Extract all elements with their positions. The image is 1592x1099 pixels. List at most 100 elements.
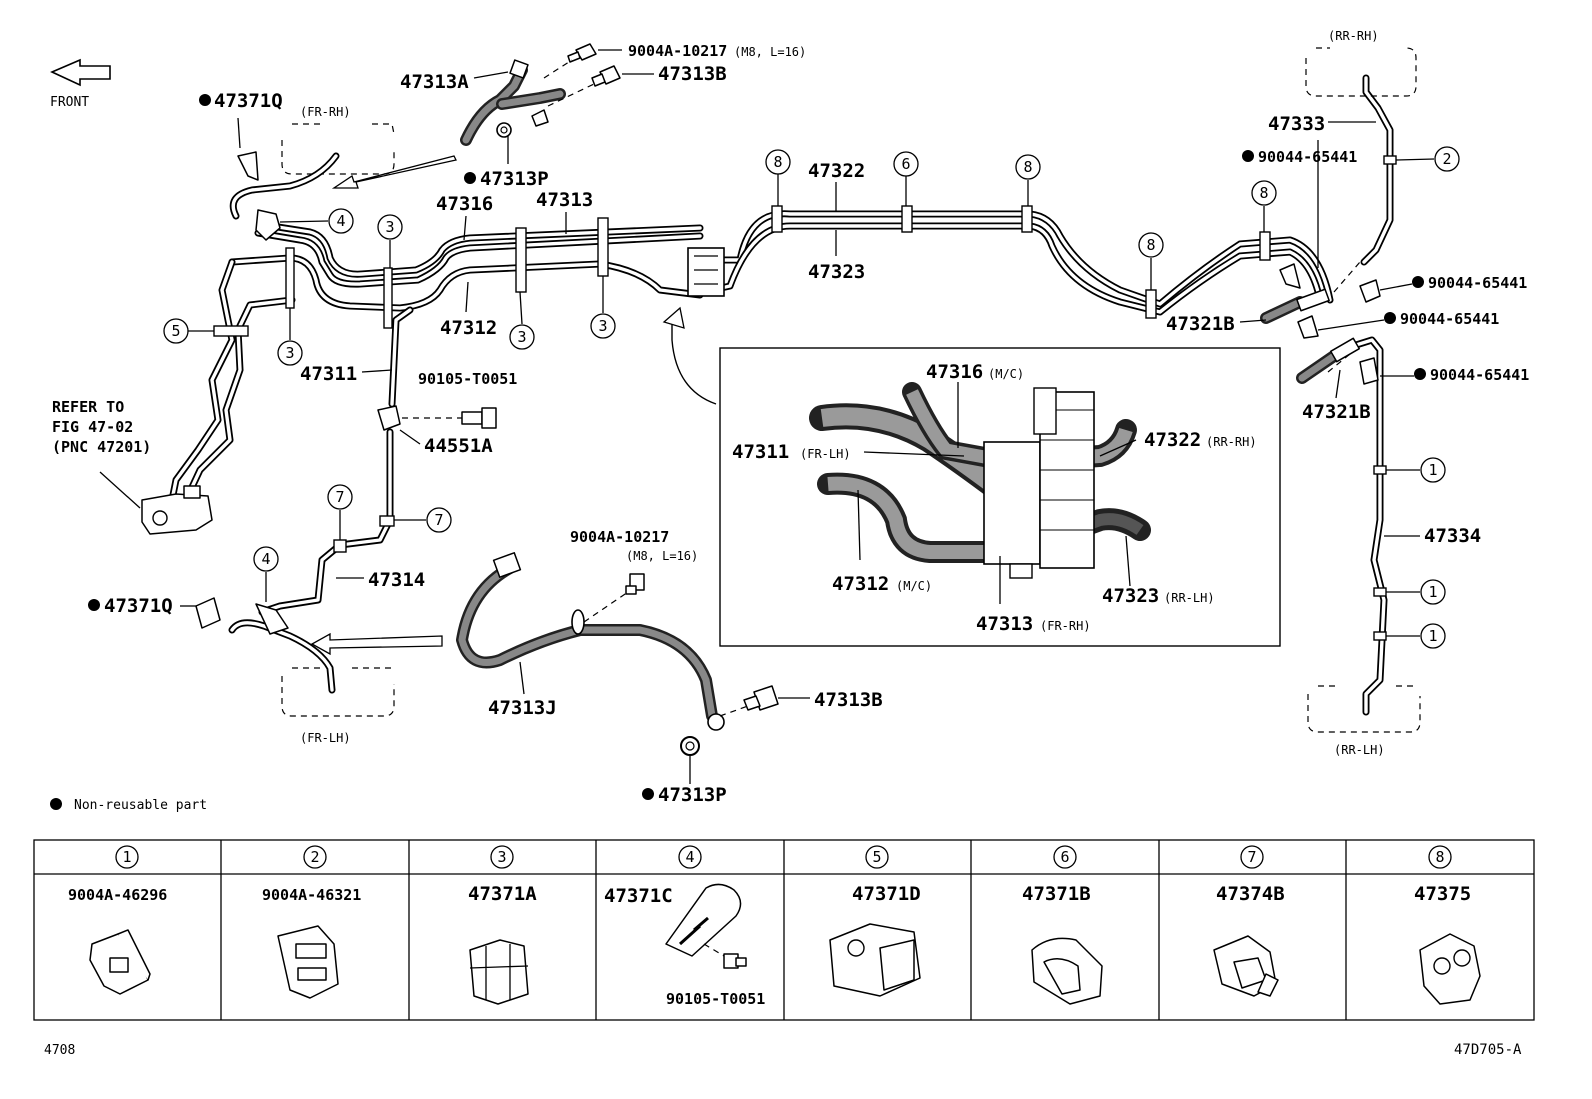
- inset-label-47323-sub: (RR-LH): [1164, 591, 1215, 605]
- table-part-3: 47371A: [468, 883, 537, 905]
- refnum-8b: 8: [1023, 158, 1032, 176]
- inset-label-47323: 47323: [1102, 585, 1159, 607]
- label-47334: 47334: [1424, 525, 1481, 547]
- inset-label-47313: 47313: [976, 613, 1033, 635]
- refnum-4a: 4: [336, 212, 345, 230]
- clip-2-icon: [277, 925, 339, 999]
- label-47321b-b: 47321B: [1302, 401, 1371, 423]
- front-arrow-icon: [50, 58, 111, 87]
- table-ref-4: 4: [685, 848, 694, 866]
- table-part-6: 47371B: [1022, 883, 1091, 905]
- label-47323: 47323: [808, 261, 865, 283]
- label-fr-lh: (FR-LH): [300, 731, 351, 745]
- table-part-5: 47371D: [852, 883, 921, 905]
- inset-label-47316: 47316: [926, 361, 983, 383]
- front-label: FRONT: [50, 95, 89, 110]
- inset-label-47312-sub: (M/C): [896, 579, 932, 593]
- label-47333: 47333: [1268, 113, 1325, 135]
- table-ref-5: 5: [872, 848, 881, 866]
- inset-label-47311: 47311: [732, 441, 789, 463]
- label-47313b-bot: 47313B: [814, 689, 883, 711]
- clip-table-header: 1 2 3 4 5 6 7 8: [115, 845, 1452, 869]
- label-9004a-spec-top: (M8, L=16): [734, 45, 806, 59]
- hose-47313a: [460, 59, 566, 146]
- table-part-4-bolt: 90105-T0051: [666, 990, 765, 1008]
- refnum-5: 5: [171, 322, 180, 340]
- refnum-1b: 1: [1428, 583, 1437, 601]
- refnum-2: 2: [1442, 150, 1451, 168]
- refnum-8c: 8: [1146, 236, 1155, 254]
- refnum-7b: 7: [434, 511, 443, 529]
- label-rr-lh: (RR-LH): [1334, 743, 1385, 757]
- clip-7-icon: [1213, 935, 1279, 997]
- refnum-3d: 3: [598, 317, 607, 335]
- table-ref-8: 8: [1435, 848, 1444, 866]
- label-9004a-spec-bot: (M8, L=16): [626, 549, 698, 563]
- label-47371q-top: 47371Q: [214, 90, 283, 112]
- refnum-3a: 3: [385, 218, 394, 236]
- refer-line-2: FIG 47-02: [52, 418, 133, 436]
- clip-47371q-top: [237, 151, 259, 181]
- table-part-4: 47371C: [604, 885, 673, 907]
- label-rr-rh: (RR-RH): [1328, 29, 1379, 43]
- tube-clips: [213, 155, 1397, 641]
- label-90044-c: 90044-65441: [1400, 310, 1499, 328]
- label-47371q-bot: 47371Q: [104, 595, 173, 617]
- label-44551a: 44551A: [424, 435, 493, 457]
- label-47313p-bot: 47313P: [658, 784, 727, 806]
- label-90044-b: 90044-65441: [1428, 274, 1527, 292]
- page-number: 4708: [44, 1043, 75, 1058]
- inset-label-47316-sub: (M/C): [988, 367, 1024, 381]
- table-ref-3: 3: [497, 848, 506, 866]
- refer-line-1: REFER TO: [52, 398, 124, 416]
- refnum-callouts: 3 3 3 3 4 5 8 6 8 8 8: [163, 146, 1460, 649]
- abs-actuator-icon: [141, 485, 213, 535]
- label-47314: 47314: [368, 569, 425, 591]
- clip-1-icon: [89, 929, 151, 995]
- table-ref-6: 6: [1060, 848, 1069, 866]
- table-ref-2: 2: [310, 848, 319, 866]
- label-47313p-top: 47313P: [480, 168, 549, 190]
- label-47313j: 47313J: [488, 697, 557, 719]
- table-ref-1: 1: [122, 848, 131, 866]
- clip-8-icon: [1419, 933, 1481, 1005]
- bolt-icon: [567, 43, 597, 63]
- clip-6-icon: [1031, 937, 1103, 1005]
- label-47313a: 47313A: [400, 71, 469, 93]
- refnum-6: 6: [901, 155, 910, 173]
- label-90044-d: 90044-65441: [1430, 366, 1529, 384]
- union-bolt-icon: [591, 65, 621, 87]
- refnum-4b: 4: [261, 550, 270, 568]
- clip-5-icon: [829, 923, 921, 997]
- refnum-7a: 7: [335, 488, 344, 506]
- brake-tube-bundle: [168, 74, 1394, 716]
- union-bolt-bot-icon: [743, 685, 779, 711]
- label-90044-a: 90044-65441: [1258, 148, 1357, 166]
- callout-arrow-icon-2: [310, 632, 443, 656]
- table-part-7: 47374B: [1216, 883, 1285, 905]
- label-47321b-a: 47321B: [1166, 313, 1235, 335]
- clip-table: [33, 839, 1535, 1021]
- table-ref-7: 7: [1247, 848, 1256, 866]
- refnum-3b: 3: [285, 344, 294, 362]
- refer-line-3: (PNC 47201): [52, 438, 151, 456]
- label-47322: 47322: [808, 160, 865, 182]
- label-47316: 47316: [436, 193, 493, 215]
- inset-label-47322: 47322: [1144, 429, 1201, 451]
- bolt-90105-icon: [461, 407, 497, 429]
- label-47313b-top: 47313B: [658, 63, 727, 85]
- label-fr-rh: (FR-RH): [300, 105, 351, 119]
- clip-4-icon: [665, 883, 747, 969]
- clip-47371q-bot: [195, 597, 221, 629]
- figure-id: 47D705-A: [1454, 1042, 1522, 1058]
- refnum-8a: 8: [773, 153, 782, 171]
- junction-block: [687, 247, 725, 297]
- inset-label-47322-sub: (RR-RH): [1206, 435, 1257, 449]
- label-47312: 47312: [440, 317, 497, 339]
- label-9004a-10217-top: 9004A-10217: [628, 42, 727, 60]
- callout-arrow-icon: [331, 155, 457, 189]
- inset-label-47312: 47312: [832, 573, 889, 595]
- label-47311: 47311: [300, 363, 357, 385]
- table-part-1: 9004A-46296: [68, 886, 167, 904]
